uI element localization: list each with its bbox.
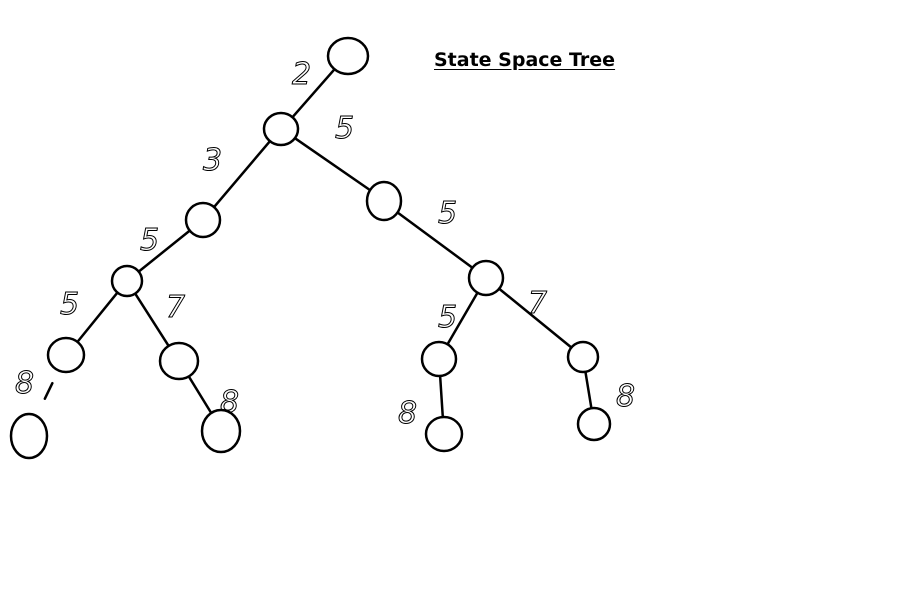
edge-label-l3-l4a: 5 [60, 287, 79, 322]
edge-l1-r1 [293, 136, 372, 192]
tree-node-root [326, 36, 370, 76]
edge-label-r1-r2: 5 [438, 196, 457, 231]
edge-l1-l2 [212, 139, 272, 209]
tree-node-r1 [365, 180, 403, 222]
edge-label-l2-l3: 5 [140, 223, 159, 258]
tree-node-l4b [158, 341, 200, 381]
tree-node-l5a [9, 412, 49, 460]
edge-label-l1-l2: 3 [203, 143, 222, 178]
tree-node-l2 [184, 201, 222, 239]
edge-r1-r2 [396, 211, 474, 270]
edge-r2-r4a [446, 291, 479, 346]
edge-label-l4a-l5a: 8 [15, 366, 34, 401]
edge-l3-l4a [76, 291, 119, 344]
edge-l2-l3 [137, 229, 191, 273]
edge-l4b-l5b [187, 375, 213, 415]
edge-root-l1 [291, 68, 336, 119]
edge-label-r2-r4a: 5 [438, 300, 457, 335]
tree-node-r4a [420, 340, 458, 378]
edges-layer [43, 68, 593, 419]
edge-label-l1-r1: 5 [335, 111, 354, 146]
tree-node-l4a [46, 336, 86, 374]
tree-node-l5b [200, 408, 242, 454]
edge-l3-l4b [133, 292, 170, 348]
edge-l4a-l5a [43, 381, 54, 400]
edge-label-r4b-r5b: 8 [616, 379, 635, 414]
tree-node-l3 [110, 264, 144, 298]
edge-r4b-r5b [584, 370, 593, 410]
edge-r4a-r5a [438, 374, 445, 419]
tree-node-r5b [576, 406, 612, 442]
nodes-layer [9, 36, 612, 460]
edge-r2-r4b [497, 287, 573, 349]
tree-node-r4b [566, 340, 600, 374]
edge-label-r2-r4b: 7 [528, 286, 547, 321]
edge-label-l3-l4b: 7 [166, 290, 185, 325]
tree-node-l1 [262, 111, 300, 147]
diagram-title: State Space Tree [434, 49, 616, 71]
tree-node-r2 [467, 259, 505, 297]
edge-label-r4a-r5a: 8 [398, 396, 417, 431]
edge-label-root-l1: 2 [292, 57, 311, 92]
tree-node-r5a [424, 415, 464, 453]
